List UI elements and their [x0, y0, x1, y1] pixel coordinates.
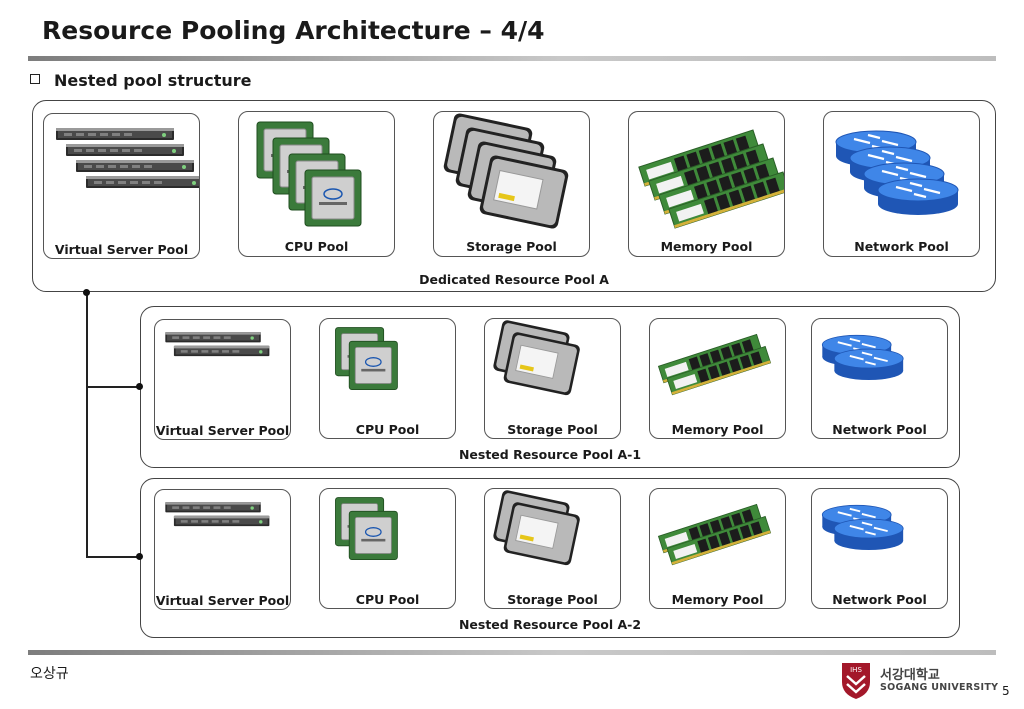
pool-card-label: Storage Pool	[507, 422, 598, 437]
pool-card-cpu-chip: CPU Pool	[319, 488, 456, 609]
pool-card-label: Network Pool	[832, 422, 927, 437]
pool-card-router: Network Pool	[811, 488, 948, 609]
title-underline	[28, 56, 996, 61]
page-title: Resource Pooling Architecture – 4/4	[42, 16, 545, 45]
pool-card-server-rack: Virtual Server Pool	[154, 319, 291, 440]
logo-badge-text: IHS	[850, 666, 862, 674]
pool-card-label: Memory Pool	[671, 422, 764, 437]
pool-card-memory-module: Memory Pool	[628, 111, 785, 257]
group-label: Dedicated Resource Pool A	[419, 272, 609, 287]
cpu-chip-icon	[335, 327, 398, 390]
university-shield-icon: IHS	[842, 663, 870, 699]
cpu-chip-icon	[335, 497, 398, 560]
connector-trunk	[86, 293, 88, 557]
pool-card-label: Network Pool	[854, 239, 949, 254]
memory-module-icon	[638, 129, 784, 229]
page-number: 5	[1002, 684, 1010, 698]
pool-card-cpu-chip: CPU Pool	[319, 318, 456, 439]
pool-card-router: Network Pool	[823, 111, 980, 257]
pool-card-label: Virtual Server Pool	[54, 242, 189, 257]
sogang-university-logo: IHS 서강대학교 SOGANG UNIVERSITY	[838, 660, 998, 700]
logo-english: SOGANG UNIVERSITY	[880, 682, 999, 693]
connector-branch-a1	[86, 386, 140, 388]
pool-card-memory-module: Memory Pool	[649, 488, 786, 609]
hard-drive-icon	[493, 490, 580, 566]
router-icon	[821, 334, 904, 381]
pool-card-label: Virtual Server Pool	[155, 423, 290, 438]
author-name: 오상규	[30, 666, 69, 682]
section-subtitle: Nested pool structure	[54, 71, 252, 90]
pool-card-hard-drive: Storage Pool	[433, 111, 590, 257]
server-rack-icon	[56, 128, 199, 188]
pool-card-label: Storage Pool	[466, 239, 557, 254]
connector-node	[136, 383, 143, 390]
group-label: Nested Resource Pool A-1	[458, 447, 642, 462]
cpu-chip-icon	[256, 121, 362, 227]
pool-card-router: Network Pool	[811, 318, 948, 439]
pool-card-label: CPU Pool	[355, 422, 420, 437]
checkbox-bullet-icon	[30, 74, 40, 84]
pool-card-memory-module: Memory Pool	[649, 318, 786, 439]
hard-drive-icon	[493, 320, 580, 396]
server-rack-icon	[165, 502, 270, 527]
hard-drive-icon	[443, 113, 569, 229]
connector-branch-a2	[86, 556, 140, 558]
pool-card-server-rack: Virtual Server Pool	[154, 489, 291, 610]
router-icon	[821, 504, 904, 551]
router-icon	[835, 130, 959, 215]
pool-card-hard-drive: Storage Pool	[484, 488, 621, 609]
connector-node	[136, 553, 143, 560]
memory-module-icon	[657, 333, 772, 396]
logo-korean: 서강대학교	[880, 668, 940, 683]
pool-card-label: Virtual Server Pool	[155, 593, 290, 608]
pool-card-label: Storage Pool	[507, 592, 598, 607]
pool-card-label: CPU Pool	[284, 239, 349, 254]
server-rack-icon	[165, 332, 270, 357]
pool-card-server-rack: Virtual Server Pool	[43, 113, 200, 259]
pool-card-cpu-chip: CPU Pool	[238, 111, 395, 257]
pool-card-label: Network Pool	[832, 592, 927, 607]
pool-card-label: Memory Pool	[671, 592, 764, 607]
pool-card-label: CPU Pool	[355, 592, 420, 607]
pool-card-label: Memory Pool	[660, 239, 753, 254]
pool-card-hard-drive: Storage Pool	[484, 318, 621, 439]
footer-rule	[28, 650, 996, 655]
group-label: Nested Resource Pool A-2	[458, 617, 642, 632]
connector-node	[83, 289, 90, 296]
memory-module-icon	[657, 503, 772, 566]
